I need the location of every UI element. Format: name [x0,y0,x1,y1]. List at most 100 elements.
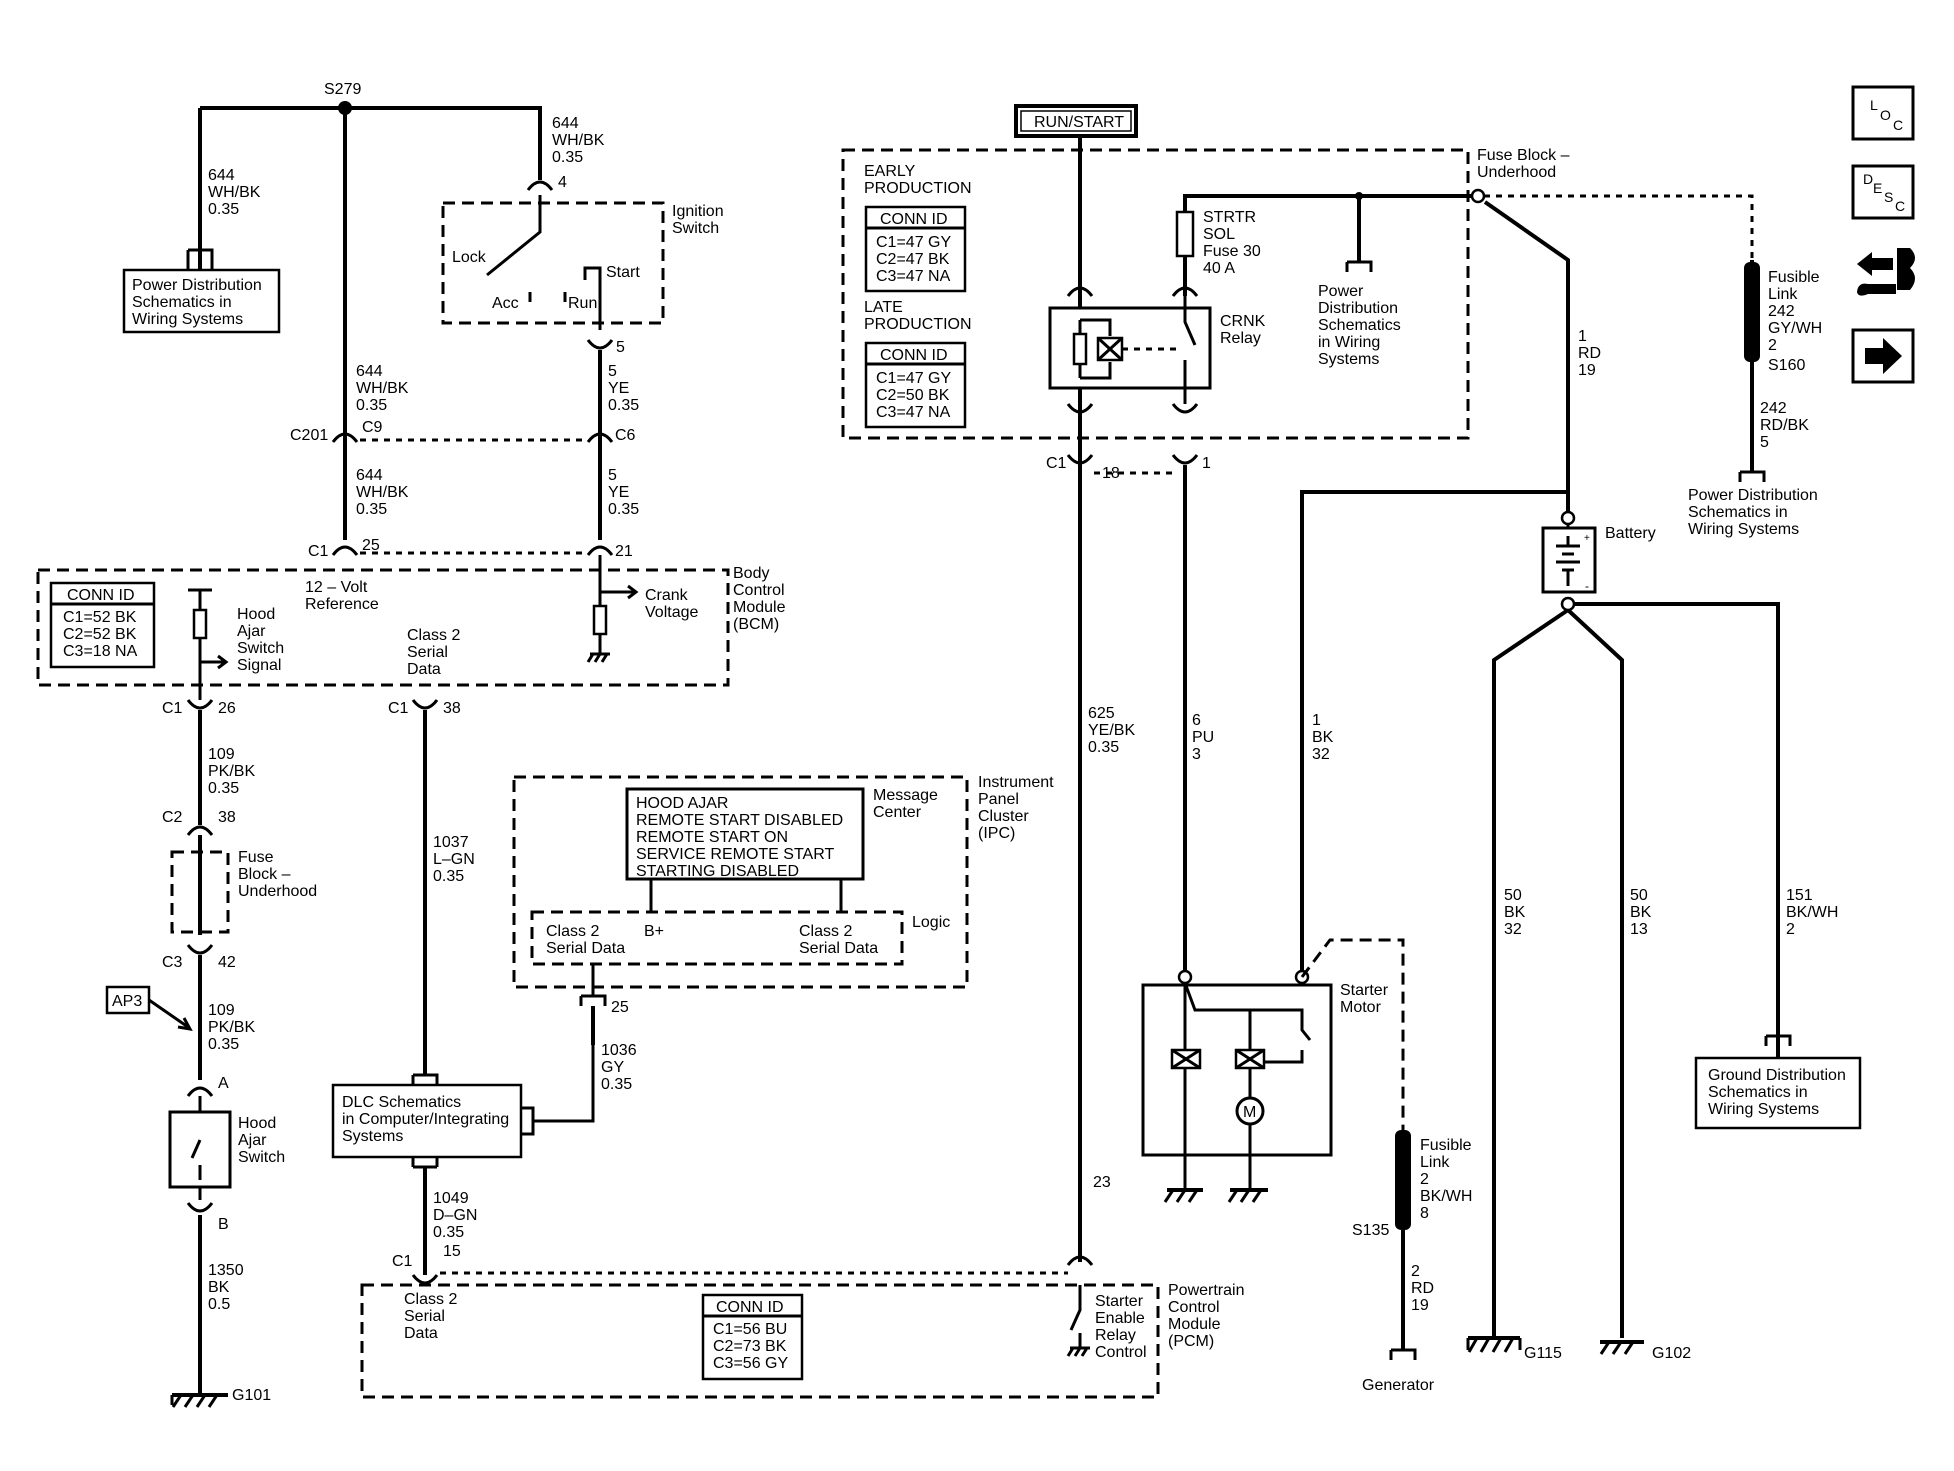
pcm-c1-label: C1 [392,1253,413,1270]
loc-icon-c: C [1893,117,1903,133]
s135-label: S135 [1352,1222,1389,1239]
late-conn-id-table [864,341,967,429]
loc-icon[interactable] [1851,85,1915,141]
hood-switch-pin-b-label: B [218,1216,229,1233]
fuse-block-bus-terminal [1470,188,1486,204]
bcm-hood-resistor [192,608,208,640]
bcm-c1-pin-25 [331,545,359,556]
desc-icon[interactable] [1851,164,1915,220]
ignition-pin-5 [586,339,614,350]
hood-switch-pin-b [186,1202,214,1213]
bcm-box [36,568,730,687]
loc-icon-o: O [1880,107,1891,123]
power-distribution-left[interactable] [122,268,281,334]
c201-label: C201 [290,427,328,444]
pcm-pin-23-label: 23 [1093,1174,1111,1191]
ignition-acc-label: Acc [492,295,519,312]
bcm-c1-label: C1 [308,543,329,560]
bcm-c1-pin-26 [186,699,214,710]
g101-label: G101 [232,1387,271,1404]
ignition-switch-blade[interactable] [486,195,542,277]
c2-pin-38 [186,825,214,836]
svg-text:-: - [1585,579,1589,593]
ignition-lock-label: Lock [452,249,487,266]
g102-label: G102 [1652,1345,1691,1362]
svg-text:+: + [1584,533,1590,544]
pcm-pin-15-label: 15 [443,1243,461,1260]
fusible-link-s135[interactable] [1395,1130,1411,1230]
early-conn-id-title: CONN ID [880,211,948,228]
bcm-c1-26-label: C1 [162,700,183,717]
next-arrow-shape [1865,338,1902,374]
fusible-link-s160[interactable] [1744,262,1760,362]
ground-distribution[interactable] [1694,1056,1862,1130]
c9-label: C9 [362,419,383,436]
ipc-box [512,775,969,989]
loc-icon-l: L [1870,97,1878,113]
pcm-box [360,1283,1160,1399]
ipc-logic-label: Logic [912,914,950,931]
strtr-sol-fuse[interactable] [1175,210,1195,258]
pin-21-label: 21 [615,543,633,560]
crnk-relay[interactable] [1048,306,1212,390]
pin-1-label: 1 [1202,455,1211,472]
dlc-schematics[interactable] [331,1083,523,1159]
ipc-pin-25-label: 25 [611,999,629,1016]
ignition-run-label: Run [568,295,597,312]
c2-label: C2 [162,809,183,826]
fuse-block-c1-label: C1 [1046,455,1067,472]
g115-label: G115 [1524,1345,1562,1362]
battery-label: Battery [1605,525,1656,542]
fuse-block-right-box [841,148,1470,440]
desc-icon-e: E [1873,180,1882,196]
ipc-bplus-label: B+ [644,923,664,940]
pcm-conn-id-title: CONN ID [716,1299,784,1316]
bcm-conn-id-table [49,581,156,669]
ignition-pin-5-label: 5 [616,339,625,356]
s279-label: S279 [324,81,361,98]
hood-switch-pin-a [186,1086,214,1097]
late-conn-id-title: CONN ID [880,347,948,364]
pcm-c1-pin-15 [411,1274,439,1285]
c2-pin-label: 38 [218,809,236,826]
desc-icon-d: D [1863,171,1873,187]
motor-m-label: M [1243,1104,1256,1121]
starter-motor[interactable] [1141,983,1333,1157]
desc-icon-s: S [1884,189,1893,205]
ipc-pin-25 [579,994,607,1006]
c201-c9-connector [331,432,359,443]
connector-repair-icon[interactable] [1857,248,1915,296]
pin-26-label: 26 [218,700,236,717]
message-center-display [625,787,865,881]
ignition-switch-box [441,201,665,325]
